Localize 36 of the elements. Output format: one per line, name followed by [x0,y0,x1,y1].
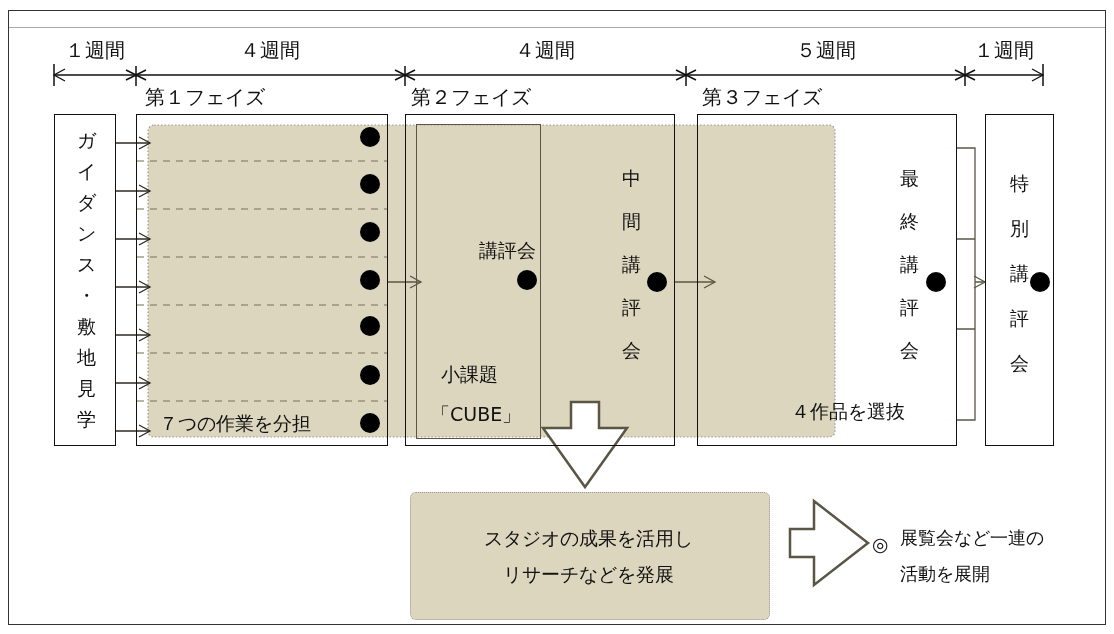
phase-heading: 第３フェイズ [702,85,822,109]
box-text: ７つの作業を分担 [159,411,311,435]
note-text: 展覧会など一連の活動を展開 [900,526,1045,586]
dimension-label: １週間 [64,38,126,62]
arrow [115,232,151,246]
bracket-arrow [956,147,986,421]
result-box [410,492,770,620]
arrow [115,376,151,390]
box-text: スタジオの成果を活用しリサーチなどを発展 [483,526,694,587]
dimension-label: １週間 [973,38,1035,62]
arrow [674,275,716,289]
vertical-text: 中間講評会 [620,166,642,363]
vertical-text: ガイダンス・敷地見学 [75,128,97,432]
block-arrow [540,400,630,490]
arrow [387,275,422,289]
phase-heading: 第２フェイズ [411,85,531,109]
arrow [115,280,151,294]
box-text: 小課題 [441,362,498,386]
arrow [115,136,151,150]
phase-heading: 第１フェイズ [145,85,265,109]
dimension-label: ５週間 [795,38,857,62]
box-text: ４作品を選抜 [791,399,905,423]
symbol-text: ◎ [872,532,889,556]
arrow [115,424,151,438]
box-text: 講評会 [479,238,536,262]
dimension-label: ４週間 [239,38,301,62]
arrow [115,184,151,198]
arrow [115,328,151,342]
block-arrow [788,498,871,588]
process-box [985,114,1054,446]
dimension-label: ４週間 [514,38,576,62]
vertical-text: 特別講評会 [1008,171,1030,376]
vertical-text: 最終講評会 [898,166,920,363]
process-box [54,114,116,446]
task-box [416,124,541,439]
box-text: 「CUBE」 [431,402,522,426]
